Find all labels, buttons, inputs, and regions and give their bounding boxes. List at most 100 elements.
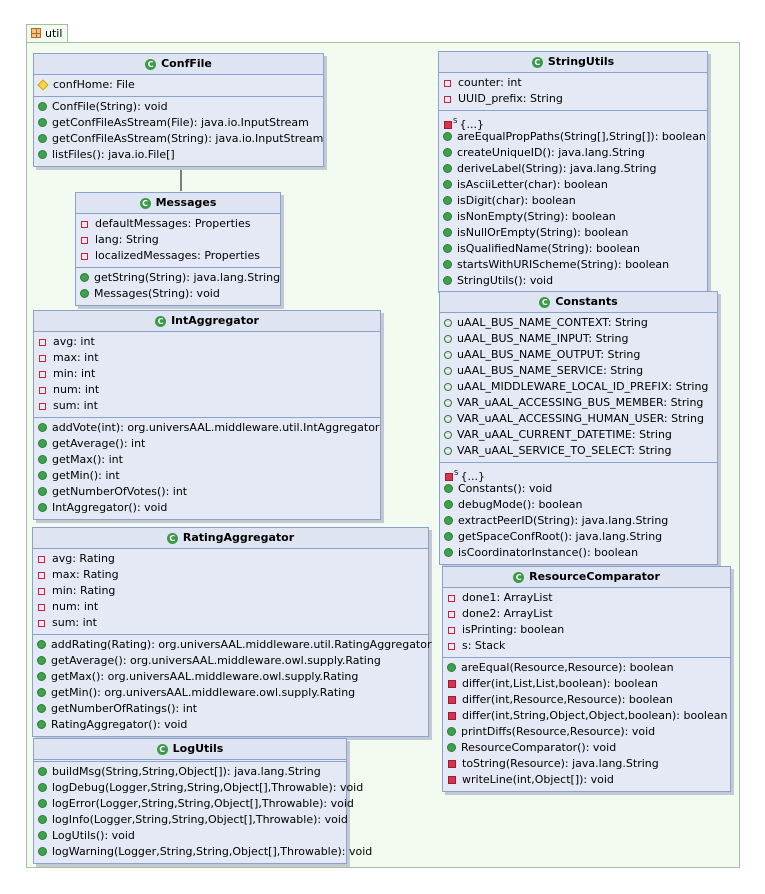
method-row[interactable]: differ(int,Resource,Resource): boolean bbox=[443, 692, 730, 708]
method-row[interactable]: ResourceComparator(): void bbox=[443, 740, 730, 756]
method-row[interactable]: areEqualPropPaths(String[],String[]): bo… bbox=[439, 129, 707, 145]
field-row[interactable]: num: int bbox=[33, 599, 428, 615]
method-row[interactable]: differ(int,List,List,boolean): boolean bbox=[443, 676, 730, 692]
field-row[interactable]: confHome: File bbox=[34, 77, 323, 93]
field-row[interactable]: uAAL_BUS_NAME_OUTPUT: String bbox=[440, 347, 717, 363]
method-row[interactable]: getAverage(): org.universAAL.middleware.… bbox=[33, 653, 428, 669]
field-row[interactable]: UUID_prefix: String bbox=[439, 91, 707, 107]
package-tab[interactable]: util bbox=[26, 24, 68, 42]
method-row[interactable]: listFiles(): java.io.File[] bbox=[34, 147, 323, 163]
field-row[interactable]: VAR_uAAL_CURRENT_DATETIME: String bbox=[440, 427, 717, 443]
method-row[interactable]: extractPeerID(String): java.lang.String bbox=[440, 513, 717, 529]
field-row[interactable]: sum: int bbox=[33, 615, 428, 631]
method-row[interactable]: addRating(Rating): org.universAAL.middle… bbox=[33, 637, 432, 653]
method-row[interactable]: getSpaceConfRoot(): java.lang.String bbox=[440, 529, 717, 545]
method-row[interactable]: isQualifiedName(String): boolean bbox=[439, 241, 707, 257]
field-row[interactable]: sum: int bbox=[34, 398, 380, 414]
field-row[interactable]: s: Stack bbox=[443, 638, 730, 654]
field-row[interactable]: max: int bbox=[34, 350, 380, 366]
method-row[interactable]: isNonEmpty(String): boolean bbox=[439, 209, 707, 225]
field-row[interactable]: num: int bbox=[34, 382, 380, 398]
method-row[interactable]: getNumberOfVotes(): int bbox=[34, 484, 380, 500]
method-row[interactable]: debugMode(): boolean bbox=[440, 497, 717, 513]
field-row[interactable]: max: Rating bbox=[33, 567, 428, 583]
method-row[interactable]: ConfFile(String): void bbox=[34, 99, 323, 115]
method-row[interactable]: S{...} bbox=[439, 113, 707, 131]
field-row[interactable]: localizedMessages: Properties bbox=[76, 248, 280, 264]
field-row[interactable]: VAR_uAAL_SERVICE_TO_SELECT: String bbox=[440, 443, 717, 459]
method-row[interactable]: RatingAggregator(): void bbox=[33, 717, 428, 733]
public-icon bbox=[38, 455, 47, 464]
method-row[interactable]: Messages(String): void bbox=[76, 286, 280, 302]
field-row[interactable]: min: Rating bbox=[33, 583, 428, 599]
method-row[interactable]: getMin(): int bbox=[34, 468, 380, 484]
method-row[interactable]: startsWithURIScheme(String): boolean bbox=[439, 257, 707, 273]
method-row[interactable]: logError(Logger,String,String,Object[],T… bbox=[34, 796, 354, 812]
field-row[interactable]: VAR_uAAL_ACCESSING_HUMAN_USER: String bbox=[440, 411, 717, 427]
method-row[interactable]: isDigit(char): boolean bbox=[439, 193, 707, 209]
field-row[interactable]: defaultMessages: Properties bbox=[76, 216, 280, 232]
method-row[interactable]: getString(String): java.lang.String bbox=[76, 270, 280, 286]
method-row[interactable]: getAverage(): int bbox=[34, 436, 380, 452]
method-row[interactable]: toString(Resource): java.lang.String bbox=[443, 756, 730, 772]
member-text: logError(Logger,String,String,Object[],T… bbox=[52, 797, 354, 810]
method-row[interactable]: getConfFileAsStream(String): java.io.Inp… bbox=[34, 131, 323, 147]
field-row[interactable]: avg: int bbox=[34, 334, 380, 350]
public-icon bbox=[447, 727, 456, 736]
field-row[interactable]: VAR_uAAL_ACCESSING_BUS_MEMBER: String bbox=[440, 395, 717, 411]
method-row[interactable]: isNullOrEmpty(String): boolean bbox=[439, 225, 707, 241]
field-row[interactable]: done1: ArrayList bbox=[443, 590, 730, 606]
method-row[interactable]: getConfFileAsStream(File): java.io.Input… bbox=[34, 115, 323, 131]
method-row[interactable]: S{...} bbox=[440, 465, 717, 483]
member-text: confHome: File bbox=[53, 78, 135, 91]
method-row[interactable]: buildMsg(String,String,Object[]): java.l… bbox=[34, 764, 346, 780]
field-row[interactable]: counter: int bbox=[439, 75, 707, 91]
method-row[interactable]: areEqual(Resource,Resource): boolean bbox=[443, 660, 730, 676]
method-row[interactable]: logInfo(Logger,String,String,Object[],Th… bbox=[34, 812, 348, 828]
field-row[interactable]: isPrinting: boolean bbox=[443, 622, 730, 638]
method-row[interactable]: Constants(): void bbox=[440, 481, 717, 497]
method-row[interactable]: printDiffs(Resource,Resource): void bbox=[443, 724, 730, 740]
method-row[interactable]: differ(int,String,Object,Object,boolean)… bbox=[443, 708, 730, 724]
method-row[interactable]: getMax(): org.universAAL.middleware.owl.… bbox=[33, 669, 428, 685]
field-row[interactable]: uAAL_BUS_NAME_INPUT: String bbox=[440, 331, 717, 347]
field-row[interactable]: uAAL_MIDDLEWARE_LOCAL_ID_PREFIX: String bbox=[440, 379, 717, 395]
method-row[interactable]: addVote(int): org.universAAL.middleware.… bbox=[34, 420, 380, 436]
public-icon bbox=[38, 847, 47, 856]
field-row[interactable]: done2: ArrayList bbox=[443, 606, 730, 622]
method-row[interactable]: getNumberOfRatings(): int bbox=[33, 701, 428, 717]
method-row[interactable]: isCoordinatorInstance(): boolean bbox=[440, 545, 717, 561]
method-row[interactable]: logWarning(Logger,String,String,Object[]… bbox=[34, 844, 372, 860]
field-row[interactable]: uAAL_BUS_NAME_SERVICE: String bbox=[440, 363, 717, 379]
method-row[interactable]: IntAggregator(): void bbox=[34, 500, 380, 516]
field-row[interactable]: min: int bbox=[34, 366, 380, 382]
method-row[interactable]: writeLine(int,Object[]): void bbox=[443, 772, 730, 788]
method-row[interactable]: logDebug(Logger,String,String,Object[],T… bbox=[34, 780, 363, 796]
field-row[interactable]: avg: Rating bbox=[33, 551, 428, 567]
method-row[interactable]: createUniqueID(): java.lang.String bbox=[439, 145, 707, 161]
method-row[interactable]: StringUtils(): void bbox=[439, 273, 707, 289]
method-row[interactable]: isAsciiLetter(char): boolean bbox=[439, 177, 707, 193]
method-row[interactable]: deriveLabel(String): java.lang.String bbox=[439, 161, 707, 177]
method-row[interactable]: LogUtils(): void bbox=[34, 828, 346, 844]
field-row[interactable]: uAAL_BUS_NAME_CONTEXT: String bbox=[440, 315, 717, 331]
method-row[interactable]: getMin(): org.universAAL.middleware.owl.… bbox=[33, 685, 428, 701]
field-row[interactable]: lang: String bbox=[76, 232, 280, 248]
method-row[interactable]: getMax(): int bbox=[34, 452, 380, 468]
